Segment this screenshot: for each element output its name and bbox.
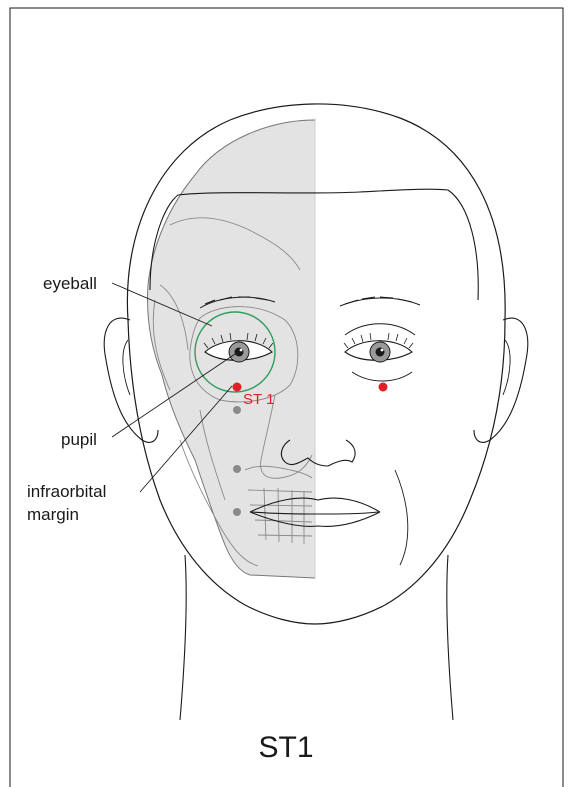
label-eyeball: eyeball bbox=[43, 274, 97, 293]
label-infraorbital: infraorbital bbox=[27, 482, 106, 501]
landmark-dot bbox=[233, 465, 241, 473]
st1-point-left bbox=[233, 383, 242, 392]
neck-right bbox=[447, 555, 453, 720]
neck-left bbox=[180, 555, 186, 720]
right-eye bbox=[344, 324, 415, 381]
landmark-dot bbox=[233, 508, 241, 516]
label-st1-point: ST 1 bbox=[243, 391, 274, 408]
right-cheek-line bbox=[395, 470, 408, 565]
right-eyebrow bbox=[340, 297, 420, 306]
landmark-dot bbox=[233, 406, 241, 414]
label-margin: margin bbox=[27, 505, 79, 524]
label-pupil: pupil bbox=[61, 430, 97, 449]
caption-title: ST1 bbox=[258, 731, 313, 764]
st1-point-right bbox=[379, 383, 388, 392]
